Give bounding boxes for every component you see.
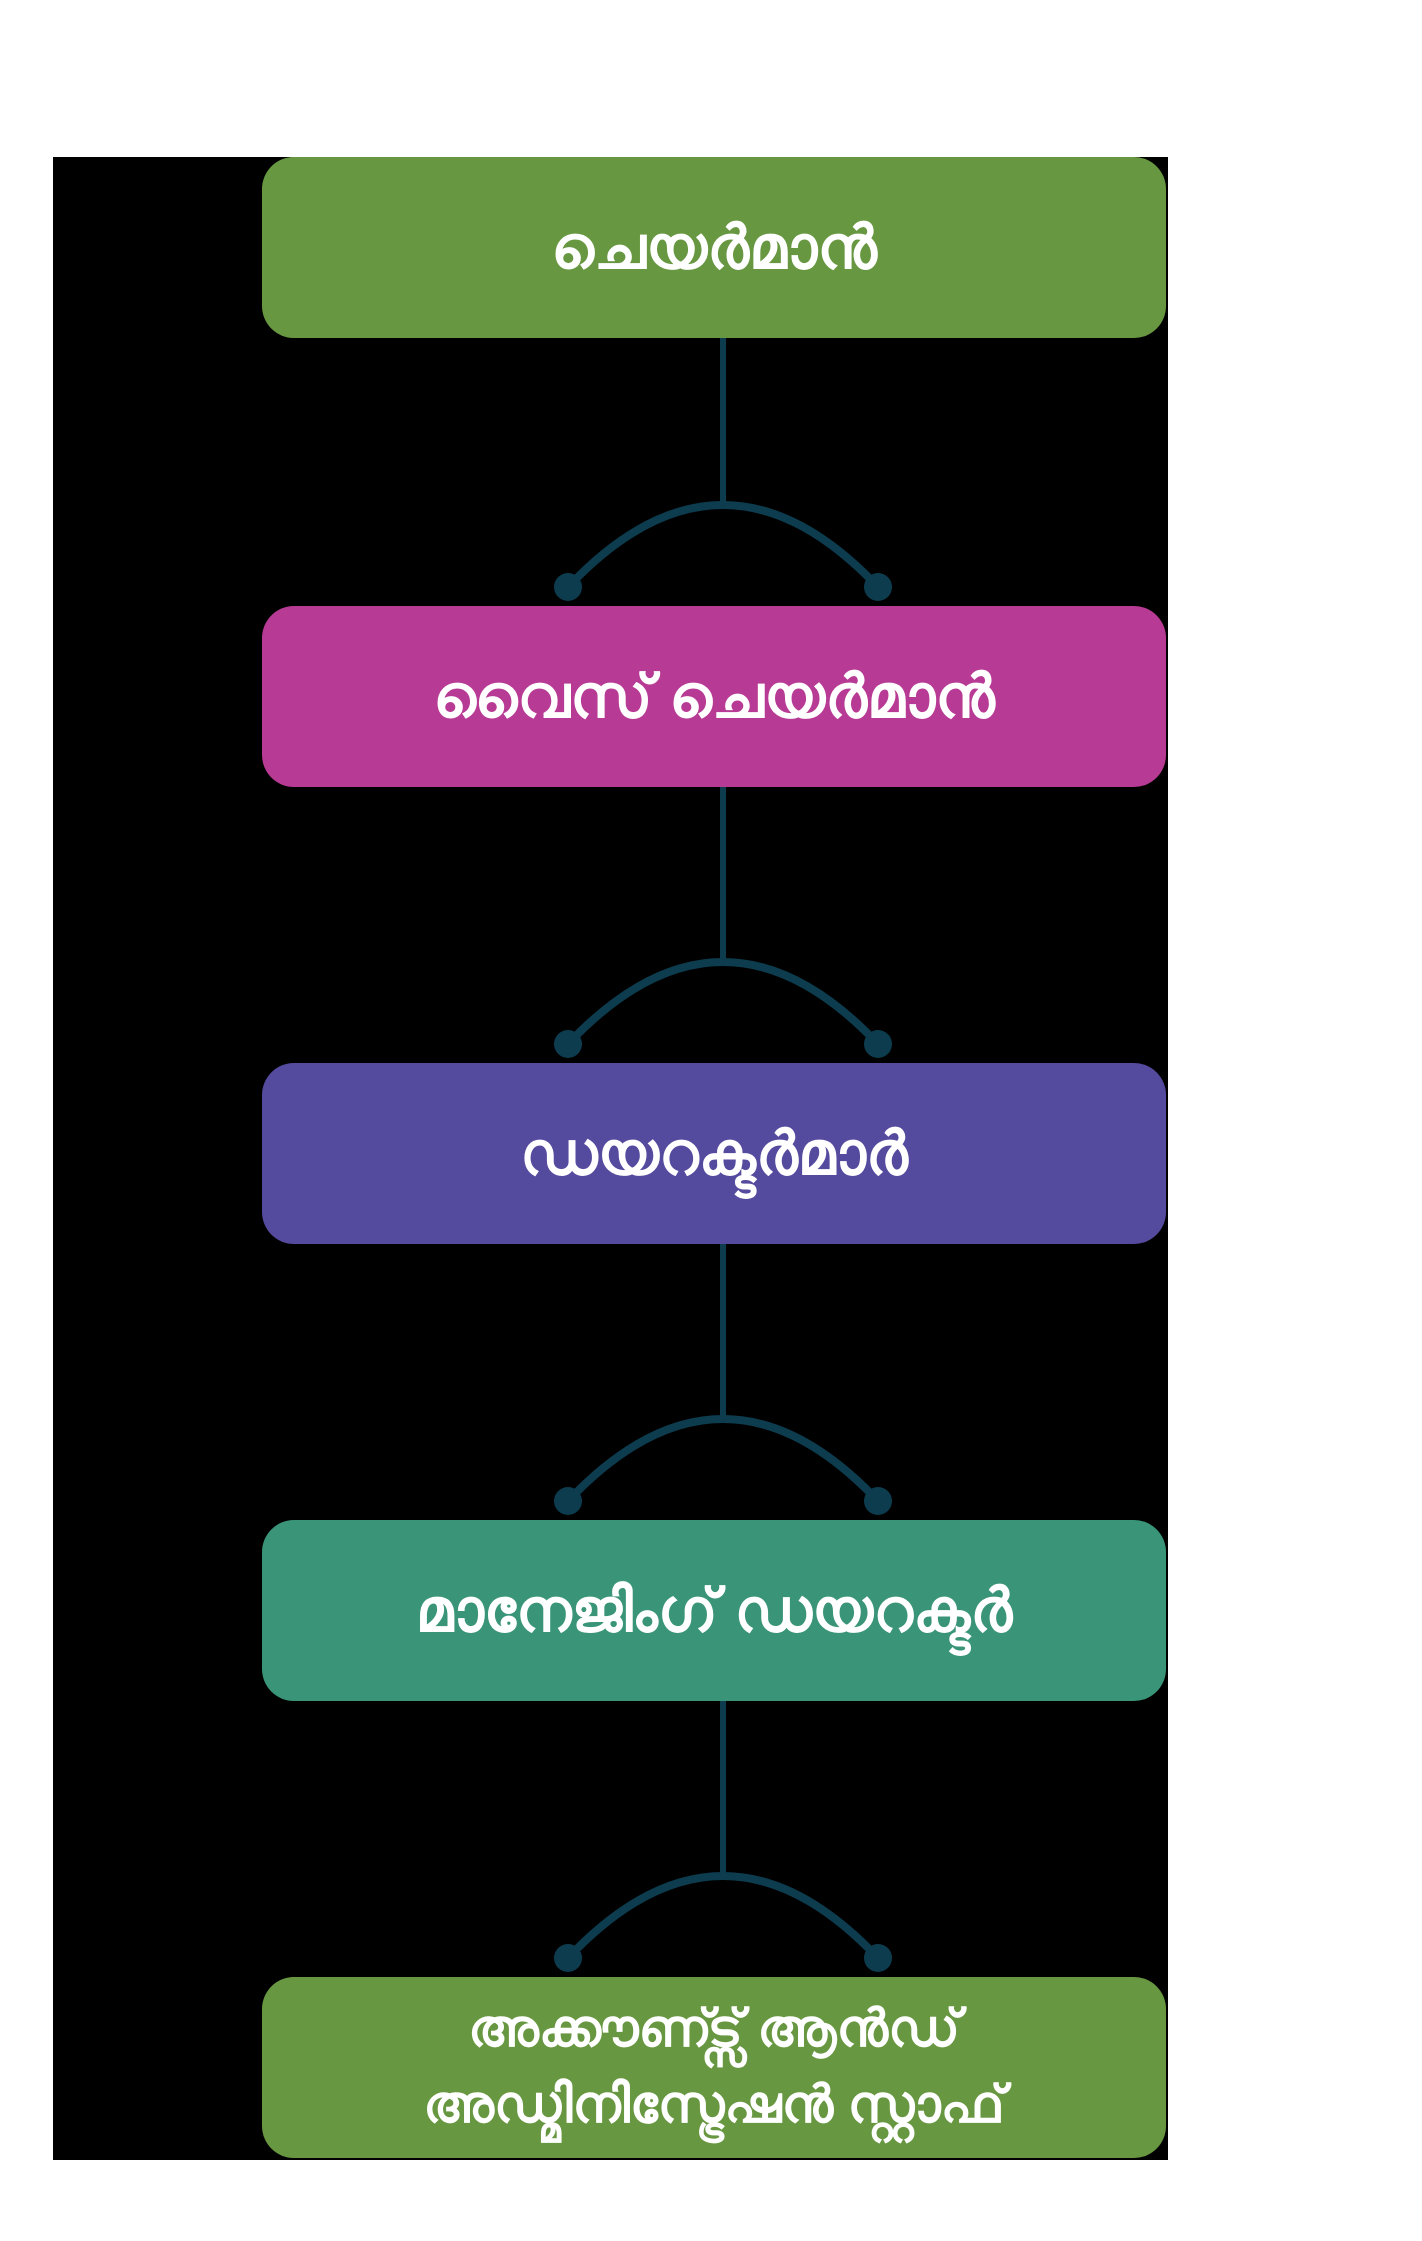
- connector-3: [554, 1244, 892, 1515]
- connector-1-endpoint-right: [864, 573, 892, 601]
- connector-4-arc: [564, 1872, 882, 1962]
- connector-2-endpoint-right: [864, 1030, 892, 1058]
- connector-3-arc: [564, 1415, 882, 1505]
- node-accounts-admin-staff-label-line2: അഡ്മിനിസ്ട്രേഷൻ സ്റ്റാഫ്: [423, 2075, 1005, 2134]
- node-chairman-label: ചെയർമാൻ: [551, 213, 877, 281]
- node-accounts-admin-staff-label-line1: അക്കൗണ്ട്സ് ആൻഡ്: [468, 2000, 960, 2059]
- connector-4-endpoint-right: [864, 1944, 892, 1972]
- connector-4: [554, 1701, 892, 1972]
- connector-2-endpoint-left: [554, 1030, 582, 1058]
- connector-4-endpoint-left: [554, 1944, 582, 1972]
- node-vice-chairman-label: വൈസ് ചെയർമാൻ: [433, 662, 995, 730]
- node-directors-label: ഡയറക്ടർമാർ: [520, 1119, 908, 1187]
- connector-2: [554, 787, 892, 1058]
- connector-3-endpoint-left: [554, 1487, 582, 1515]
- node-vice-chairman: വൈസ് ചെയർമാൻ: [262, 606, 1166, 787]
- node-accounts-admin-staff: അക്കൗണ്ട്സ് ആൻഡ് അഡ്മിനിസ്ട്രേഷൻ സ്റ്റാഫ…: [262, 1977, 1166, 2158]
- node-managing-director-label: മാനേജിംഗ് ഡയറക്ടർ: [415, 1576, 1013, 1644]
- node-chairman: ചെയർമാൻ: [262, 157, 1166, 338]
- connector-1: [554, 338, 892, 601]
- connector-1-endpoint-left: [554, 573, 582, 601]
- connector-3-endpoint-right: [864, 1487, 892, 1515]
- node-managing-director: മാനേജിംഗ് ഡയറക്ടർ: [262, 1520, 1166, 1701]
- connector-1-arc: [564, 501, 882, 591]
- connector-2-arc: [564, 958, 882, 1048]
- node-directors: ഡയറക്ടർമാർ: [262, 1063, 1166, 1244]
